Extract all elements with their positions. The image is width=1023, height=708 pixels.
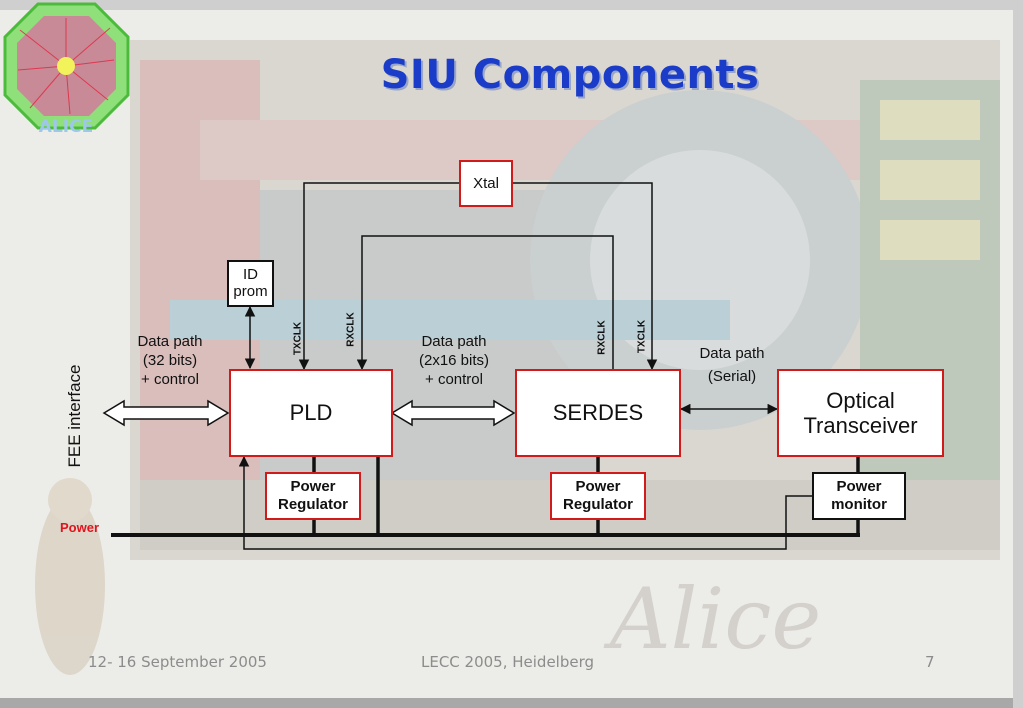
data-path-serial-label: Data path (Serial) [680, 342, 784, 389]
pwr-reg-1-label-2: Regulator [277, 496, 348, 513]
rxclk-serdes-label: RXCLK [596, 320, 608, 355]
pld-box: PLD [229, 369, 393, 457]
data-path-2x16-label: Data path (2x16 bits) + control [392, 333, 516, 389]
optical-label-1: Optical [826, 387, 895, 413]
alice-watermark: Alice [610, 570, 822, 668]
serdes-box: SERDES [515, 369, 681, 457]
xtal-to-serdes-clock-line [513, 182, 658, 371]
optical-label-2: Transceiver [803, 413, 918, 438]
data-path-2x16-line-2: (2x16 bits) [418, 351, 490, 369]
optical-transceiver-box: Optical Transceiver [777, 369, 944, 457]
footer-date: 12- 16 September 2005 [88, 653, 267, 671]
serdes-rxclk-to-pld-line [356, 235, 614, 371]
id-prom-label-1: ID [243, 266, 258, 283]
data-path-32-line-2: (32 bits) [142, 351, 198, 369]
data-path-32-line-1: Data path [137, 333, 203, 350]
pwr-reg-1-label-1: Power [290, 478, 336, 495]
pwr-reg-2-label-2: Regulator [562, 496, 633, 513]
data-path-2x16-line-1: Data path [421, 333, 487, 350]
id-prom-label-2: prom [233, 282, 268, 300]
fee-interface-label: FEE interface [65, 364, 84, 468]
pld-label: PLD [289, 400, 333, 425]
power-monitor-box: Power monitor [812, 472, 906, 520]
power-regulator-pld-box: Power Regulator [265, 472, 361, 520]
pwr-monitor-label-1: Power [836, 478, 882, 495]
xtal-box: Xtal [459, 160, 513, 207]
id-prom-box: ID prom [227, 260, 274, 307]
data-path-32-line-3: + control [141, 370, 199, 388]
power-monitor-feedback-line [238, 455, 812, 550]
xtal-to-pld-clock-line [298, 182, 460, 371]
footer-page-number: 7 [925, 653, 935, 671]
pwr-monitor-label-2: monitor [831, 496, 887, 513]
txclk-serdes-label: TXCLK [636, 319, 648, 354]
page-title: SIU Components [380, 52, 760, 98]
power-label: Power [60, 520, 100, 535]
footer-venue: LECC 2005, Heidelberg [421, 653, 595, 671]
serdes-label: SERDES [552, 400, 644, 425]
rxclk-pld-label: RXCLK [345, 312, 357, 347]
power-regulator-serdes-box: Power Regulator [550, 472, 646, 520]
alice-logo: ALICE [3, 2, 130, 135]
data-path-serial-line-2: (Serial) [707, 368, 757, 386]
data-path-32-label: Data path (32 bits) + control [110, 333, 230, 389]
fee-bus-arrow [102, 399, 230, 427]
data-path-serial-line-1: Data path [699, 345, 765, 362]
pwr-reg-2-label-1: Power [575, 478, 621, 495]
pld-serdes-bus-arrow [390, 399, 516, 427]
logo-text: ALICE [39, 117, 93, 135]
xtal-label: Xtal [473, 175, 499, 192]
data-path-2x16-line-3: + control [425, 370, 483, 388]
txclk-pld-label: TXCLK [292, 321, 304, 356]
